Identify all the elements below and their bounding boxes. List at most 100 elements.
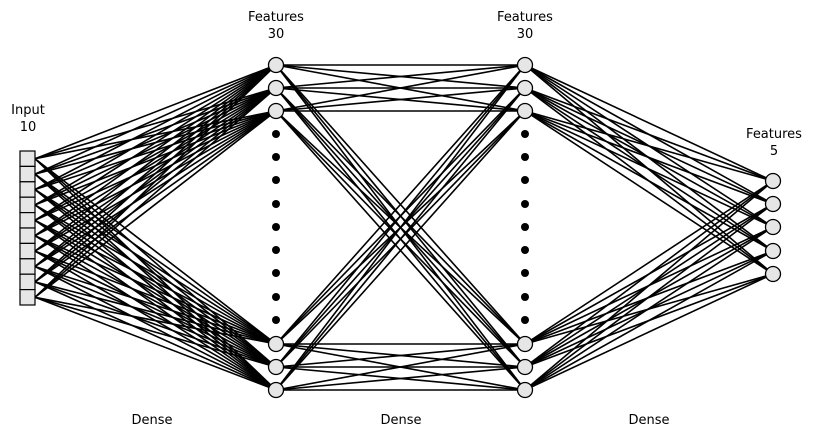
connection-edge (34, 87, 277, 160)
input-unit-box (19, 212, 36, 229)
connection-edge (34, 64, 277, 283)
connection-edge (524, 226, 774, 391)
hidden-2-node (516, 358, 534, 376)
layer-label-hidden-2: Features 30 (485, 9, 565, 43)
connection-edge (34, 64, 277, 252)
layer-label-hidden-1: Features 30 (236, 9, 316, 43)
connection-edge (34, 64, 277, 160)
input-unit-box (19, 242, 36, 260)
connection-edge (34, 64, 277, 206)
layer-size: 10 (19, 120, 37, 135)
connection-edge (524, 110, 774, 205)
ellipsis-dot (272, 316, 280, 324)
connection-edge (275, 64, 526, 112)
input-unit-box (19, 273, 36, 291)
input-unit-box (19, 196, 36, 214)
connection-edge (275, 64, 526, 89)
connection-edge (275, 64, 526, 345)
connection-edge (34, 158, 277, 368)
connection-edge (275, 87, 526, 391)
ellipsis-dot (272, 223, 280, 231)
connection-edge (34, 110, 277, 298)
ellipsis-dot (272, 153, 280, 161)
layer-nodes (19, 56, 782, 399)
connection-edge (524, 180, 774, 345)
ellipsis-dot (521, 223, 529, 231)
connection-edge (34, 87, 277, 252)
connection-edge (34, 87, 277, 283)
connection-label-1: Dense (131, 413, 173, 428)
layer-label-input: Input 10 (0, 102, 56, 136)
input-unit-box (19, 258, 36, 275)
connection-edges (34, 64, 774, 391)
ellipsis-dot (272, 130, 280, 138)
ellipsis-dot (521, 153, 529, 161)
layer-size: 5 (769, 144, 779, 159)
connection-edge (34, 281, 277, 345)
connection-edge (34, 64, 277, 175)
connection-edge (275, 110, 526, 391)
input-unit-box (19, 181, 36, 198)
ellipsis-dot (521, 269, 529, 277)
connection-edge (34, 296, 277, 391)
connection-edge (275, 64, 526, 391)
ellipsis-dot (272, 200, 280, 208)
connection-edge (524, 110, 774, 182)
layer-title: Features (746, 127, 802, 142)
output-node (764, 195, 782, 213)
connection-edge (34, 87, 277, 222)
hidden-2-node (516, 102, 534, 120)
output-node (764, 265, 782, 283)
connection-edge (34, 87, 277, 175)
ellipsis-dot (272, 269, 280, 277)
connection-edge (34, 281, 277, 368)
connection-edge (275, 343, 526, 391)
ellipsis-dot (521, 130, 529, 138)
ellipsis-dot (521, 293, 529, 301)
input-unit-box (19, 289, 36, 306)
layer-size: 30 (267, 27, 285, 42)
connection-edge (34, 87, 277, 237)
connection-edge (34, 64, 277, 221)
connection-edge (524, 273, 774, 391)
connection-edge (524, 64, 774, 182)
ellipsis-dot (521, 176, 529, 184)
ellipsis-dot (521, 200, 529, 208)
hidden-2-node (516, 381, 534, 399)
connection-edge (34, 296, 277, 368)
connection-edge (275, 64, 526, 368)
connection-edge (34, 173, 277, 368)
connection-edge (34, 110, 277, 268)
connection-edge (524, 87, 774, 182)
output-node (764, 172, 782, 190)
connection-edge (34, 87, 277, 268)
connection-edge (34, 64, 277, 237)
hidden-2-node (516, 79, 534, 97)
ellipsis-dot (272, 176, 280, 184)
hidden-1-node (267, 102, 285, 120)
hidden-2-node (516, 335, 534, 353)
connection-edge (34, 265, 277, 391)
connection-edge (34, 64, 277, 298)
layer-title: Input (11, 103, 45, 118)
connection-edge (34, 281, 277, 391)
connection-edge (524, 180, 774, 391)
hidden-1-node (267, 79, 285, 97)
connection-edge (524, 250, 774, 391)
input-unit-box (19, 150, 36, 167)
connection-edge (34, 265, 277, 368)
hidden-1-node (267, 335, 285, 353)
layer-title: Features (248, 10, 304, 25)
layer-title: Features (497, 10, 553, 25)
connection-edge (275, 343, 526, 368)
hidden-1-node (267, 56, 285, 74)
input-unit-box (19, 165, 36, 183)
connection-edge (275, 366, 526, 391)
output-node (764, 218, 782, 236)
connection-edge (34, 110, 277, 283)
connection-edge (34, 250, 277, 368)
connection-edge (524, 180, 774, 368)
layer-label-output: Features 5 (734, 126, 814, 160)
connection-edge (34, 64, 277, 268)
